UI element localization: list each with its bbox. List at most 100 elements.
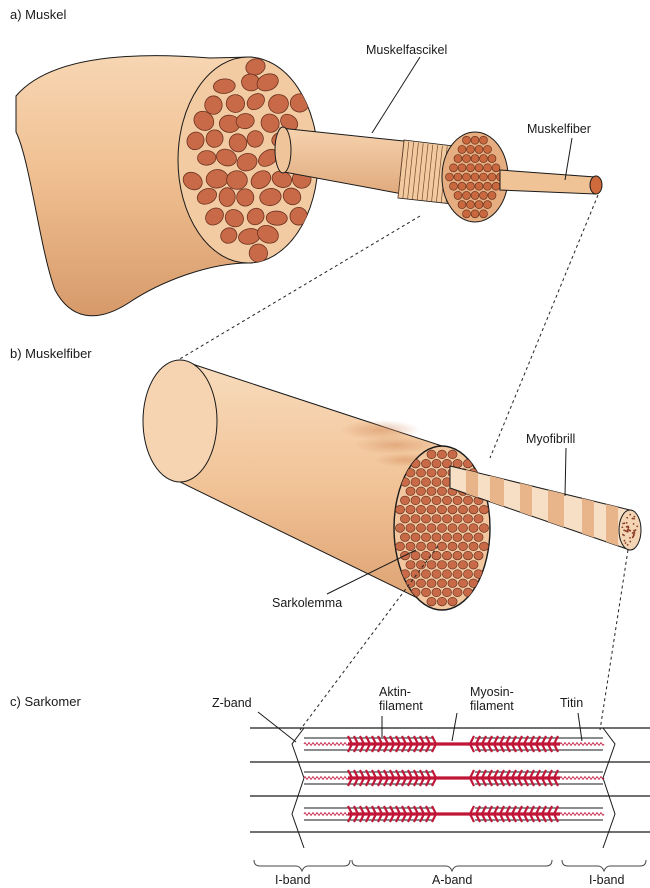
filament-dot [633,523,635,525]
myofibril-cross-section [437,561,446,570]
myofibril-cross-section [427,487,436,496]
myofibril-cross-section [416,524,425,533]
fiber-end [463,210,471,218]
titin-filament [304,813,348,816]
titin-filament [560,743,604,746]
myofibril-cross-section [463,588,472,597]
leader-titin [578,713,582,741]
fiber-end [492,182,500,190]
myofibril-cross-section [442,570,451,579]
myofibril-cross-section [411,533,420,542]
filament-dot [629,530,631,532]
myofibril-cross-section [427,597,436,606]
filament-dot [626,522,628,524]
myofibril-cross-section [448,542,457,551]
myofibril-cross-section [463,533,472,542]
myofibril-cross-section [479,524,488,533]
myofibril-cross-section [432,515,441,524]
myofibril-cross-section [406,524,415,533]
fiber-end [480,210,488,218]
fiber-end [454,191,462,199]
fiber-end [454,155,462,163]
myofibril-cross-section [437,579,446,588]
label-sarkolemma: Sarkolemma [272,596,342,610]
myofibril-cross-section [416,561,425,570]
myofibril-cross-section [400,515,409,524]
myofibril-cross-section [427,524,436,533]
myofibril-cross-section [411,496,420,505]
fiber-end [450,182,458,190]
filament-dot [625,542,627,544]
myofibril-cross-section [416,505,425,514]
titin-filament [560,813,604,816]
myofibril-cross-section [448,505,457,514]
myofibril-cross-section [463,496,472,505]
myofibril-cross-section [421,496,430,505]
filament-dot [629,537,631,539]
myofibril-cross-section [458,561,467,570]
filament-dot [623,534,625,536]
fiber-end [446,173,454,181]
fiber-end [484,182,492,190]
fiber-end [458,164,466,172]
fiber-end [467,164,475,172]
myofibril-cross-section [453,588,462,597]
filament-dot [629,514,631,516]
myofibril-cross-section [453,515,462,524]
leader-myosin [452,713,457,741]
myofibril-cross-section [432,588,441,597]
z-band-left [292,728,304,848]
filament-dot [622,523,624,525]
filament-dot [623,529,625,531]
filament-dot [624,540,626,542]
myofibril-cross-section [458,579,467,588]
myofibril-cross-section [453,551,462,560]
label-aktin-line1: Aktin- [379,685,411,699]
filament-dot [633,518,635,520]
filament-dot [629,541,631,543]
myofibril-cross-section [427,561,436,570]
label-muskelfascikel: Muskelfascikel [366,43,447,57]
label-aktin-line2: filament [379,699,423,713]
myofibril-cross-section [421,551,430,560]
fiber-end [467,201,475,209]
myofibril-cross-section [448,579,457,588]
fascicle-cross-section [290,207,308,225]
fascicle-cross-section [219,188,236,207]
fiber-end [488,191,496,199]
z-band-right [603,728,615,848]
filament-dot [621,526,623,528]
fiber-end [463,155,471,163]
label-i-band-left: I-band [275,873,310,887]
myofibril-cross-section [395,524,404,533]
myofibril-cross-section [432,570,441,579]
fiber-end [492,164,500,172]
myofibril-cross-section [427,505,436,514]
myofibril-cross-section [421,515,430,524]
myofibril-cross-section [427,450,436,459]
filament-dot [636,525,638,527]
fiber-end [458,145,466,153]
fiber-end [488,173,496,181]
myofibril-cross-section [411,515,420,524]
myofibril-cross-section [427,542,436,551]
label-titin: Titin [560,696,583,710]
filament-dot [632,532,634,534]
myofibril-cross-section [479,542,488,551]
myofibril-cross-section [458,524,467,533]
panel-b-label: b) Muskelfiber [10,346,92,361]
myofibril-cross-section [458,542,467,551]
myofibril-cross-section [442,551,451,560]
leader-muskelfascikel [372,57,420,133]
fiber-end [471,136,479,144]
fiber-end [471,210,479,218]
fascicle-cross-section [197,150,216,165]
myofibril-cross-section [416,542,425,551]
myofibril-cross-section [406,505,415,514]
fiber-end [454,173,462,181]
label-z-band: Z-band [212,696,252,710]
myofibril-cross-section [463,570,472,579]
myofibril-cross-section [400,496,409,505]
fiber-end [471,191,479,199]
